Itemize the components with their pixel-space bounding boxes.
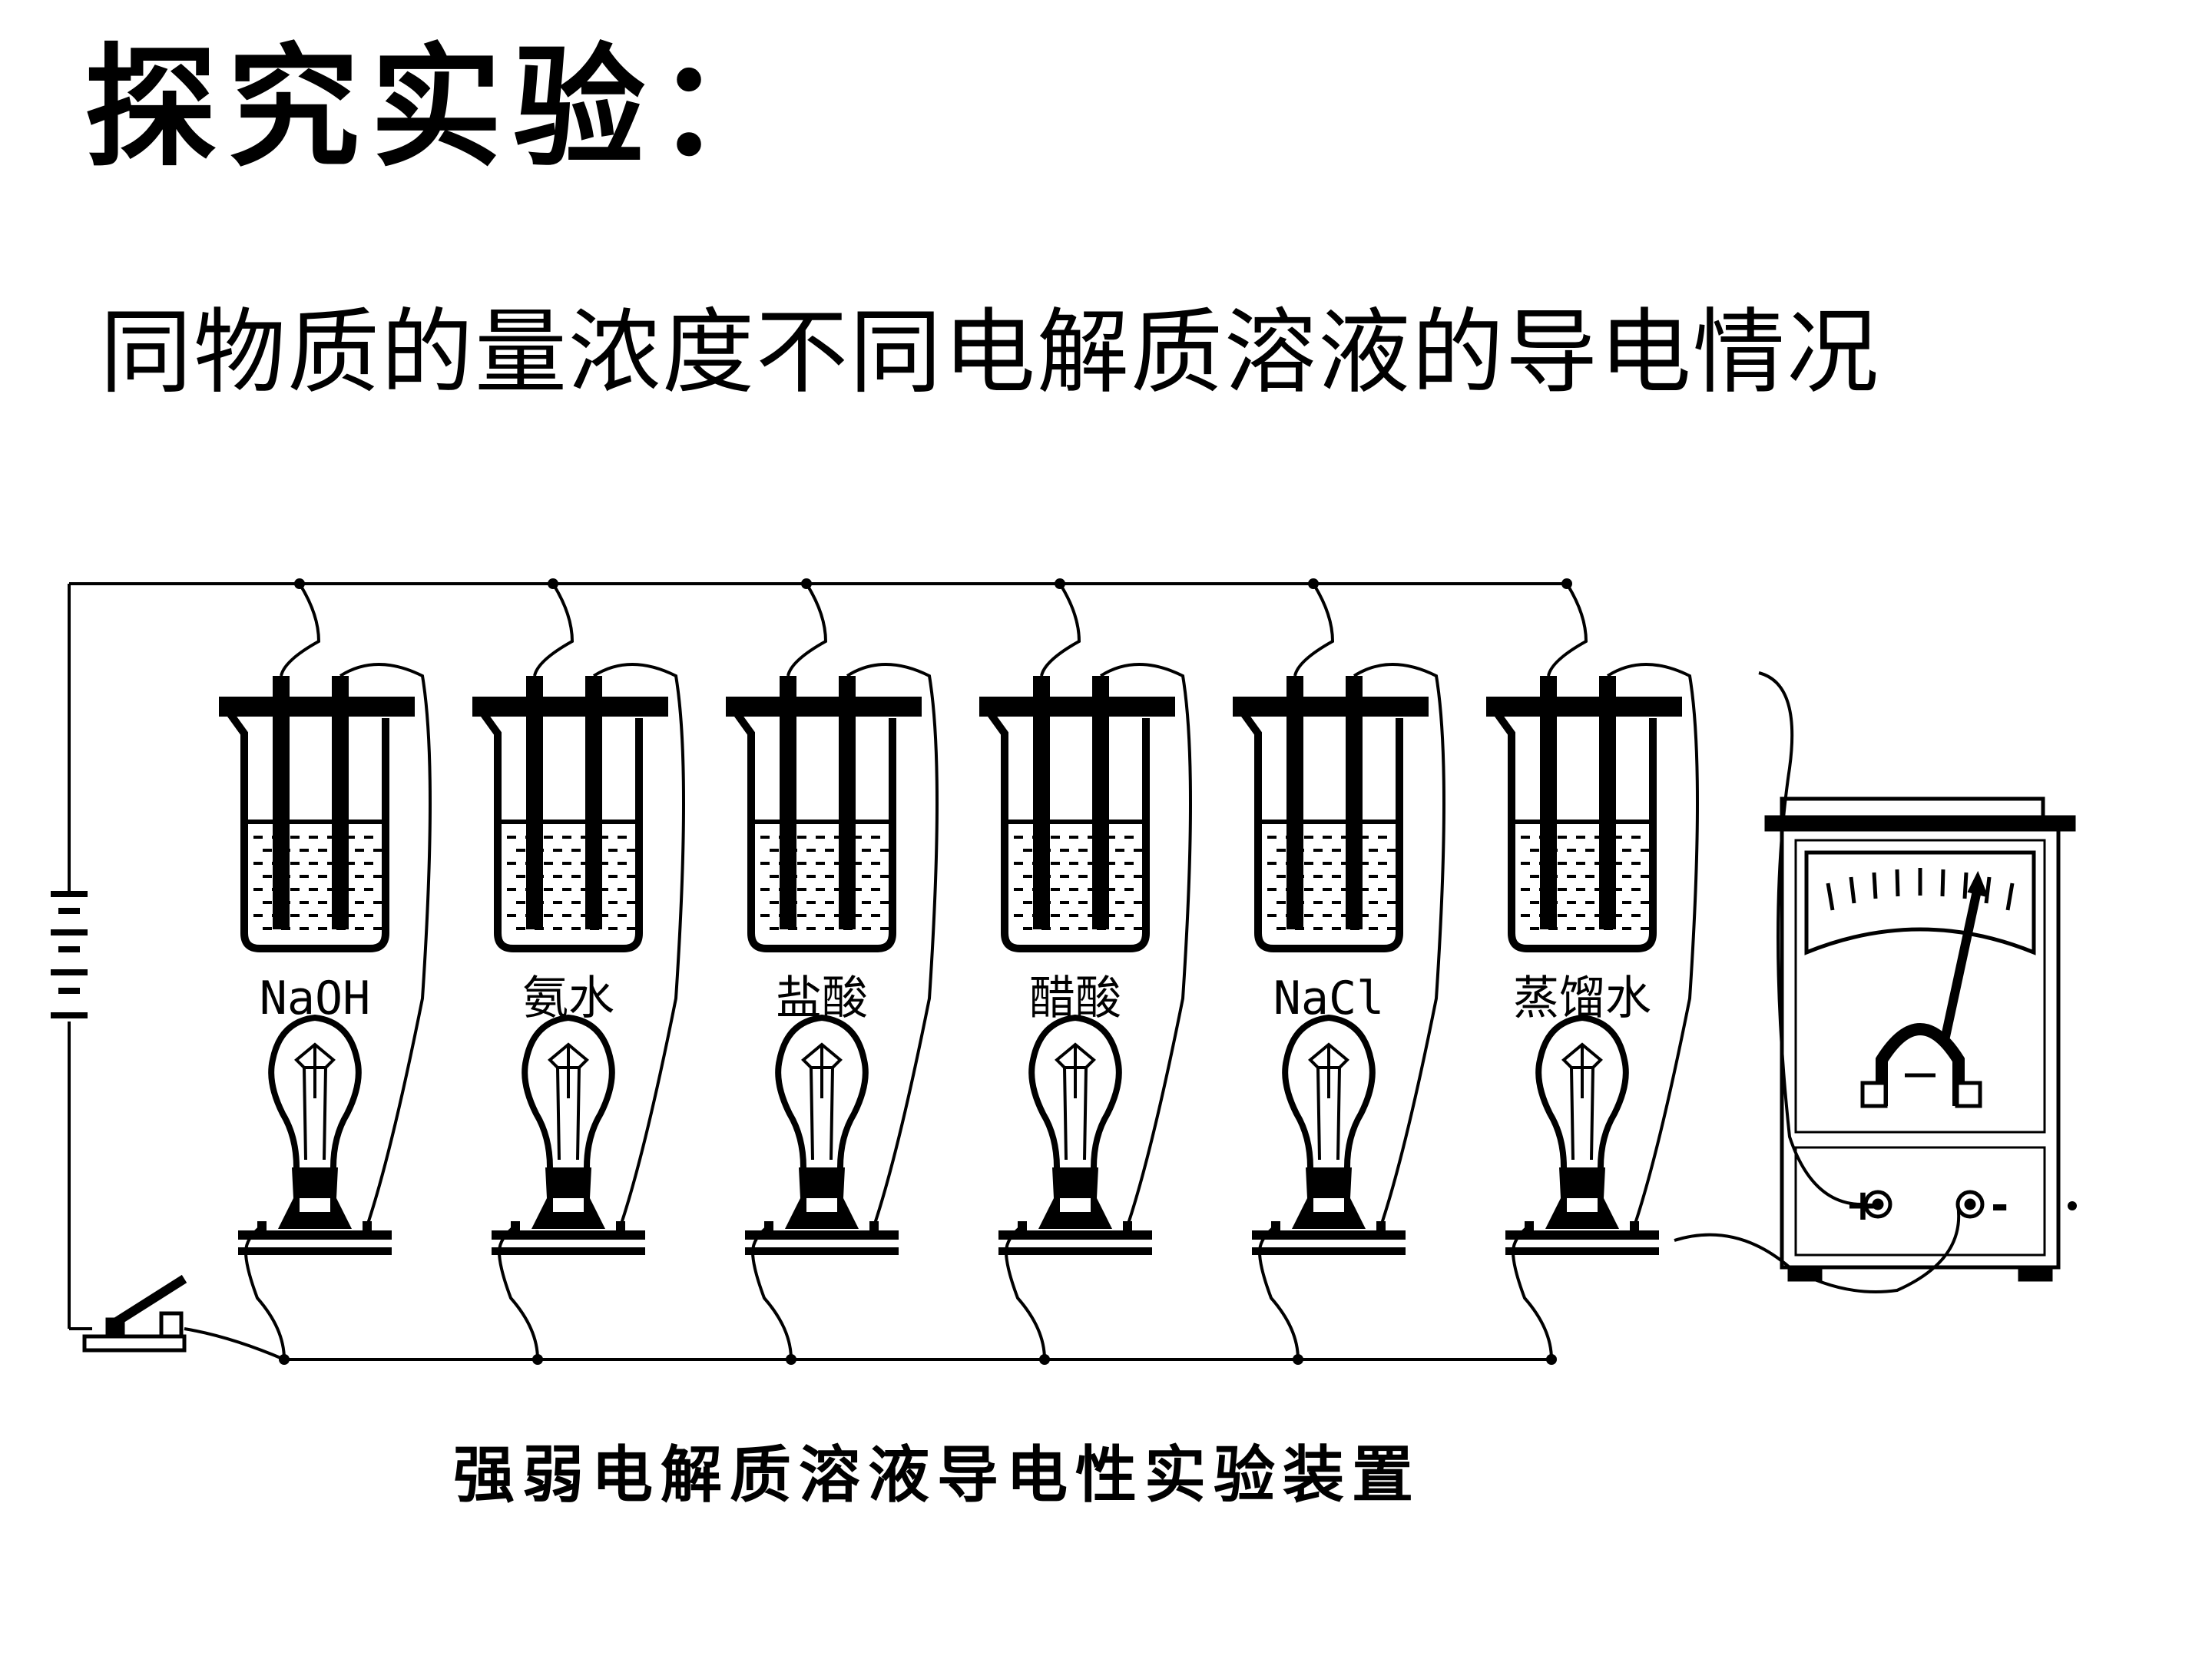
beaker-icon <box>979 676 1175 952</box>
bulb-icon <box>238 1014 392 1255</box>
page-subtitle: 同物质的量浓度不同电解质溶液的导电情况 <box>100 300 1880 406</box>
diagram-caption: 强弱电解质溶液导电性实验装置 <box>453 1439 1421 1511</box>
beaker-icon <box>726 676 922 952</box>
beaker-icon <box>472 676 668 952</box>
ammeter-icon <box>1764 796 2077 1282</box>
beaker-icon <box>1233 676 1429 952</box>
switch-icon <box>82 1274 187 1353</box>
station-3: 盐酸 <box>726 578 939 1365</box>
wire <box>1257 582 1445 1360</box>
station-2: 氨水 <box>472 578 685 1365</box>
wire <box>750 582 939 1360</box>
station-5: NaCl <box>1233 578 1445 1365</box>
bulb-icon <box>492 1014 645 1255</box>
wire <box>497 582 685 1360</box>
beaker-icon <box>219 676 415 952</box>
bulb-icon <box>745 1014 899 1255</box>
wire <box>1511 582 1699 1360</box>
beaker-icon <box>1486 676 1682 952</box>
station-6: 蒸馏水 <box>1486 578 1699 1365</box>
bulb-icon <box>1252 1014 1406 1255</box>
station-4: 醋酸 <box>979 578 1192 1365</box>
page-title: 探究实验： <box>84 29 799 185</box>
battery-icon <box>51 891 88 1018</box>
wire <box>1004 582 1192 1360</box>
bulb-icon <box>1505 1014 1659 1255</box>
station-1: NaOH <box>219 578 432 1365</box>
wire <box>243 582 432 1360</box>
bulb-icon <box>998 1014 1152 1255</box>
meter-minus-label: - <box>1991 1181 2008 1230</box>
